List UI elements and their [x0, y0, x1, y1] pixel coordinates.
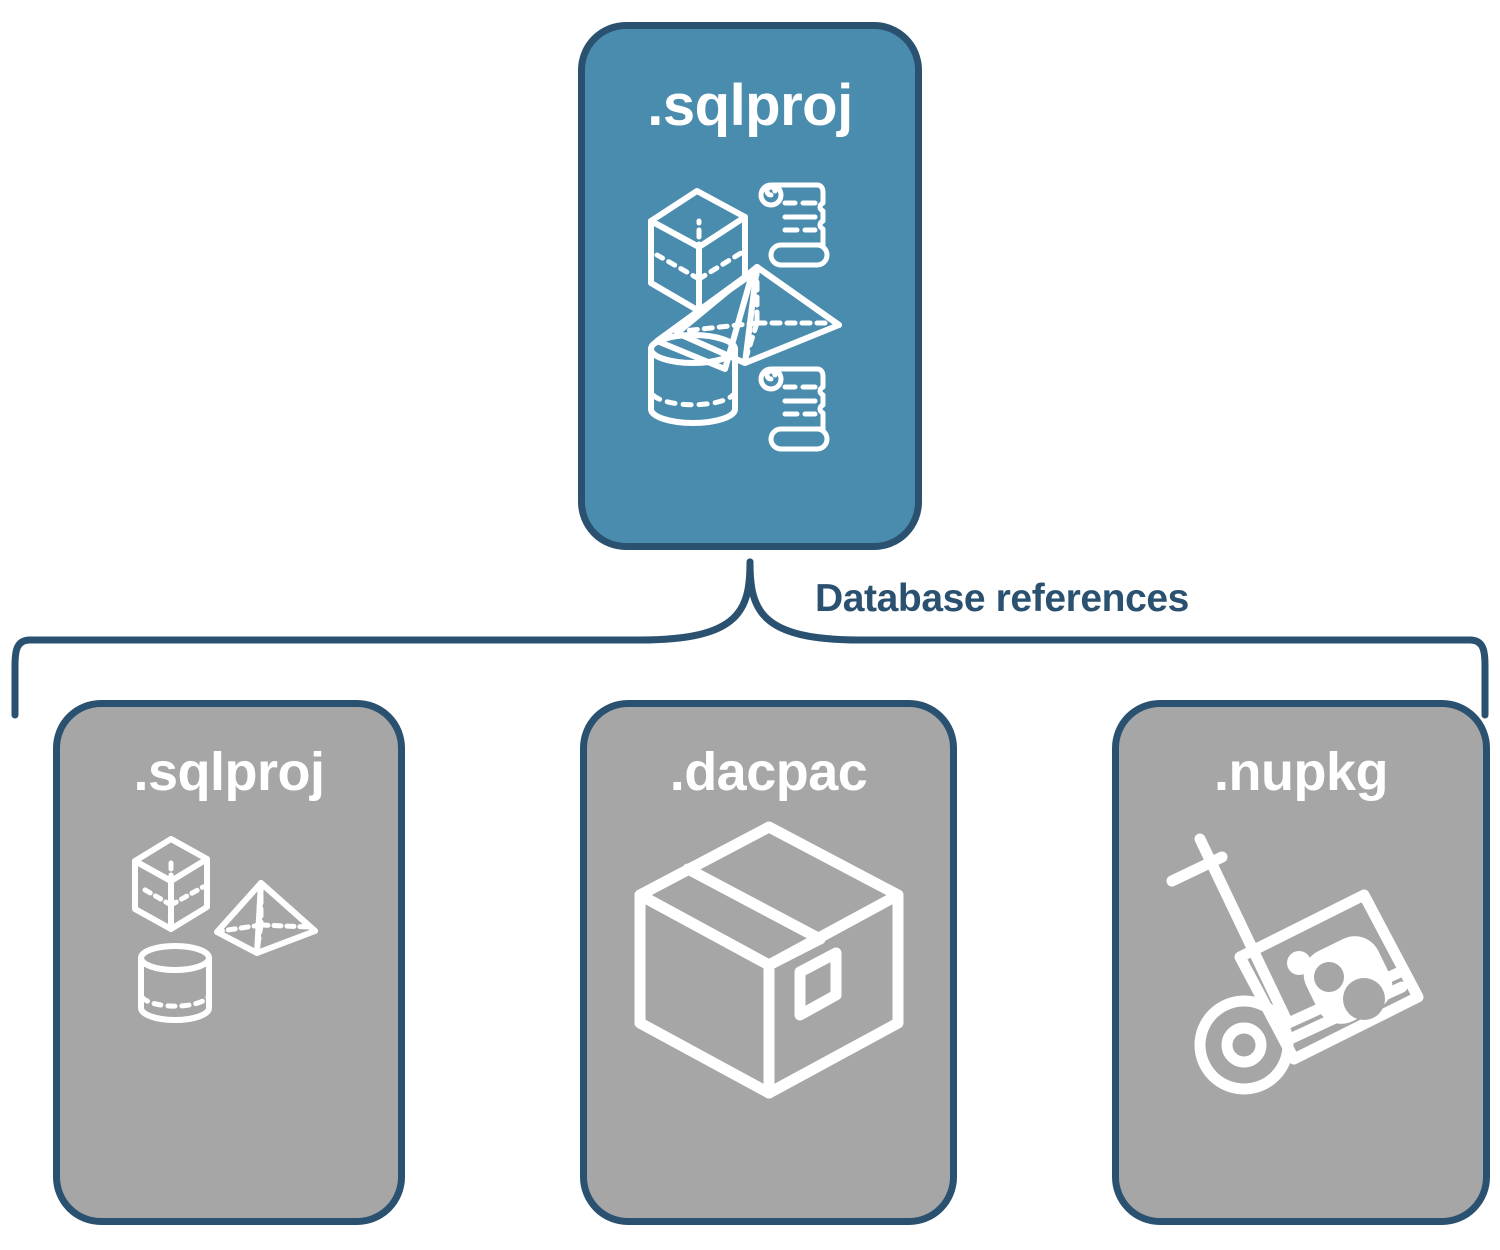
database-objects-icon-group [648, 182, 842, 452]
node-sqlproj-reference-icon-area [60, 799, 398, 1218]
node-sqlproj-root-icon-area [585, 135, 915, 543]
cylinder-icon [648, 332, 738, 426]
node-nupkg-reference[interactable]: .nupkg [1112, 700, 1490, 1225]
pyramid-icon [654, 264, 842, 372]
node-dacpac-reference[interactable]: .dacpac [580, 700, 957, 1225]
scroll-icon [758, 182, 830, 268]
package-box-icon [634, 821, 903, 1099]
hand-truck-package-icon [1166, 833, 1424, 1095]
node-nupkg-reference-icon-area [1119, 799, 1483, 1218]
node-dacpac-reference-icon-area [587, 799, 950, 1218]
database-references-label: Database references [815, 577, 1189, 620]
node-sqlproj-root-label: .sqlproj [647, 73, 853, 138]
node-sqlproj-reference[interactable]: .sqlproj [53, 700, 405, 1225]
node-sqlproj-root[interactable]: .sqlproj [578, 22, 922, 550]
database-objects-icon-group [132, 836, 318, 1023]
scroll-icon [758, 366, 830, 452]
cube-icon [132, 836, 210, 932]
cylinder-icon [138, 943, 212, 1023]
node-nupkg-reference-label: .nupkg [1214, 742, 1388, 802]
cube-icon [648, 188, 748, 314]
node-sqlproj-reference-label: .sqlproj [133, 742, 325, 802]
node-dacpac-reference-label: .dacpac [669, 742, 868, 802]
pyramid-icon [214, 880, 318, 956]
